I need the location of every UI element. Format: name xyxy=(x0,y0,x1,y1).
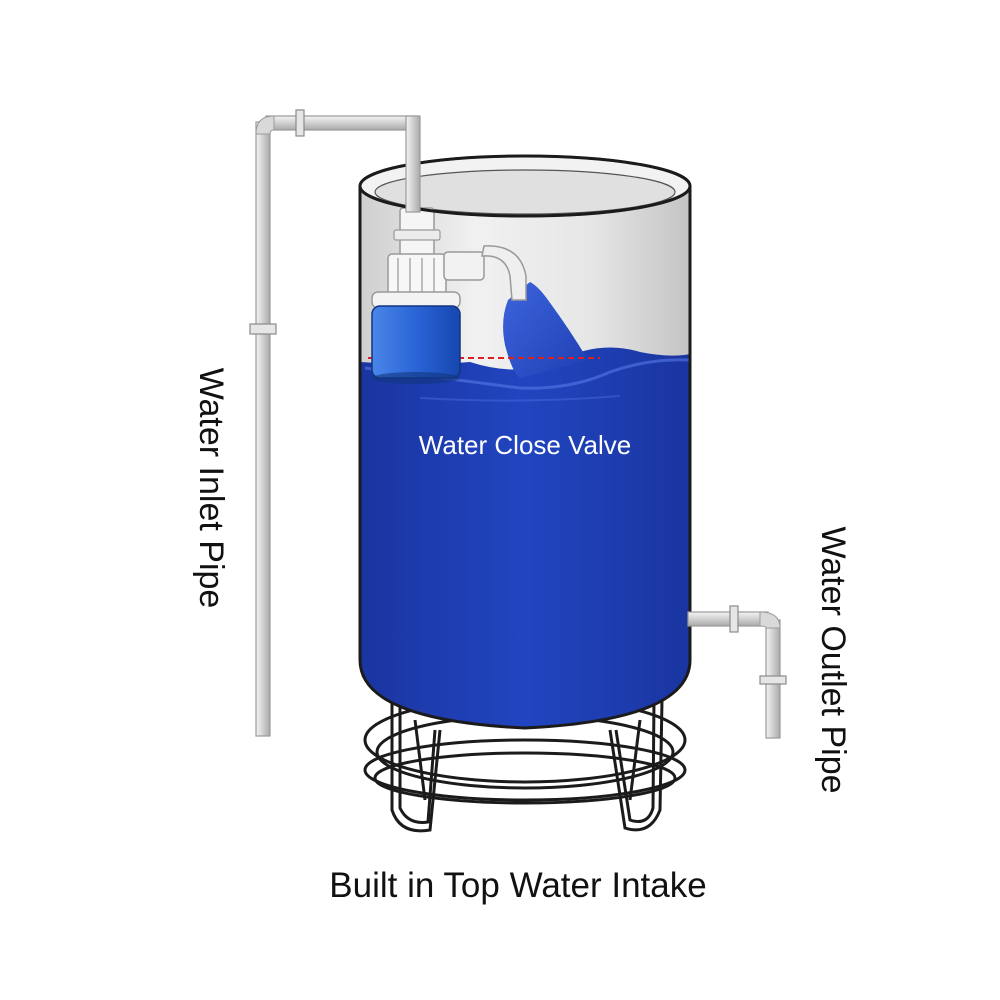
tank-outline xyxy=(358,154,692,730)
inlet-pipe xyxy=(249,109,421,737)
outlet-pipe xyxy=(687,605,787,739)
inlet-pipe-label: Water Inlet Pipe xyxy=(192,368,230,609)
float-valve xyxy=(371,207,527,384)
water-body xyxy=(360,347,690,728)
close-valve-label: Water Close Valve xyxy=(419,430,631,460)
water-stream xyxy=(503,282,588,378)
outlet-pipe-label: Water Outlet Pipe xyxy=(814,526,852,793)
caption-label: Built in Top Water Intake xyxy=(329,866,706,905)
